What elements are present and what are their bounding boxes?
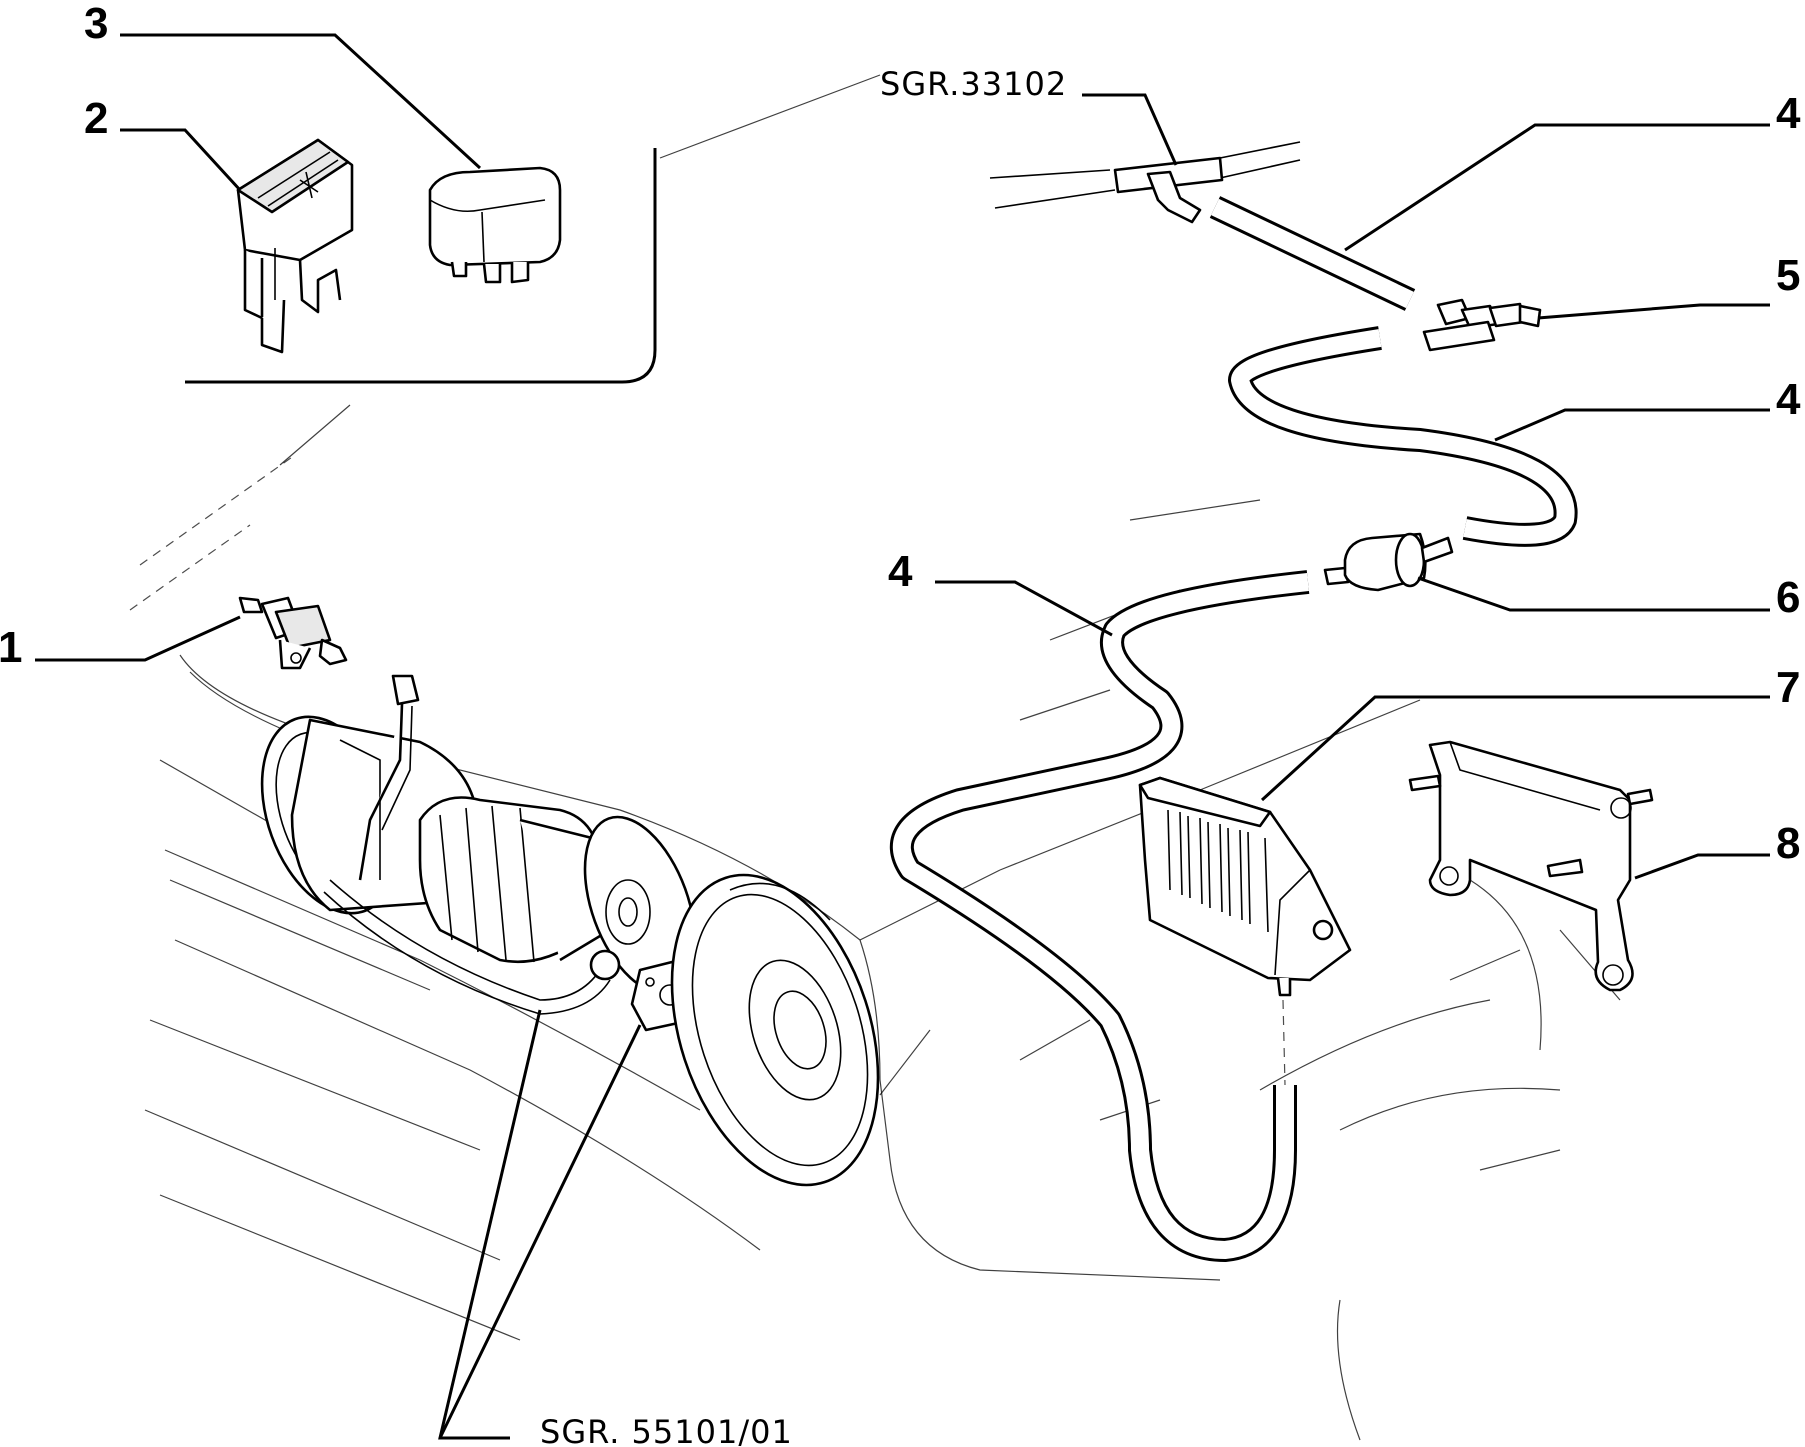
inset-frame [185,148,657,384]
sensor-switch-part [238,596,348,670]
ref-code-top: SGR.33102 [880,65,1067,103]
callout-4b: 4 [1776,375,1801,424]
ref-code-bottom: SGR. 55101/01 [540,1413,793,1447]
leader-ref-bottom-b [438,1024,642,1439]
fuse-part [236,138,354,354]
callout-1: 1 [0,623,22,672]
callout-4a: 4 [1776,89,1801,138]
leader-2 [120,128,242,192]
reference-codes: SGR.33102 SGR. 55101/01 [540,65,1067,1447]
control-module-part [1138,776,1352,997]
leader-5 [1537,303,1770,320]
callout-4c: 4 [888,547,913,596]
leader-ref-bottom-a [438,1009,542,1440]
bracket-part [1408,740,1654,992]
vacuum-hoses [889,196,1578,1262]
leader-4c [935,580,1113,637]
leader-1 [35,615,241,662]
leader-4a [1344,123,1770,252]
engine-assembly [260,674,880,1187]
relay-part [428,166,562,284]
leader-3 [120,33,482,170]
callout-5: 5 [1776,251,1800,300]
leader-6 [1417,576,1770,612]
main-pipe-with-tee [989,141,1301,224]
leader-ref-top [1082,93,1178,166]
callout-labels: 1 2 3 4 4 4 5 6 7 8 [0,0,1801,868]
inline-filter-part [1323,532,1454,592]
callout-6: 6 [1776,573,1800,622]
callout-8: 8 [1776,819,1800,868]
leader-7 [1260,695,1770,802]
leader-4b [1494,408,1770,442]
leader-8 [1634,853,1770,880]
leader-lines [35,33,1770,1440]
callout-2: 2 [84,94,108,143]
tee-connector-part [1422,298,1542,352]
callout-3: 3 [84,0,108,48]
callout-7: 7 [1776,663,1800,712]
